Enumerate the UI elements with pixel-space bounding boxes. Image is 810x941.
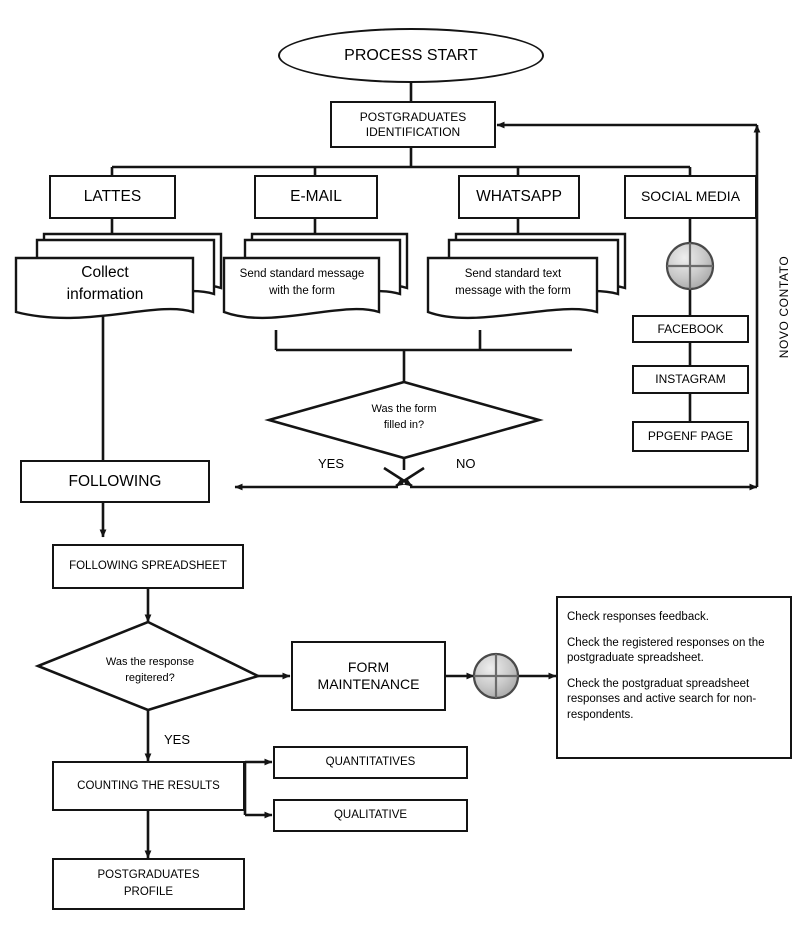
notes-paragraph-3: Check the postgraduat spreadsheet respon… xyxy=(567,677,757,721)
quantitatives-label: QUANTITATIVES xyxy=(325,756,416,769)
node-ppgenf-page[interactable]: PPGENF PAGE xyxy=(632,421,749,452)
collect-information-line-1: Collect xyxy=(81,264,129,281)
edge-label-yes-form: YES xyxy=(318,456,344,471)
novo-contato-text: NOVO CONTATO xyxy=(777,255,791,359)
postgraduates-profile-line-2: PROFILE xyxy=(123,886,174,898)
postgraduates-profile-line-1: POSTGRADUATES xyxy=(97,868,200,881)
node-email[interactable]: E-MAIL xyxy=(254,175,378,219)
qualitative-label: QUALITATIVE xyxy=(333,809,408,822)
edge-label-no-form: NO xyxy=(456,456,476,471)
process-start-label: PROCESS START xyxy=(344,46,478,64)
node-whatsapp[interactable]: WHATSAPP xyxy=(458,175,580,219)
send-standard-message-label: Send standard message with the form xyxy=(224,266,380,299)
document-stack-send-standard-text xyxy=(426,232,627,320)
yes-form-text: YES xyxy=(318,456,345,471)
node-counting-the-results[interactable]: COUNTING THE RESULTS xyxy=(52,761,245,811)
collect-information-line-2: information xyxy=(66,286,144,304)
node-postgraduates-identification[interactable]: POSTGRADUATES IDENTIFICATION xyxy=(330,101,496,148)
send-standard-message-line-1: Send standard message xyxy=(239,268,365,280)
decision-response-registered-label: Was the response regitered? xyxy=(88,655,212,687)
notes-paragraph-2: Check the registered responses on the po… xyxy=(567,636,765,665)
node-following[interactable]: FOLLOWING xyxy=(20,460,210,503)
whatsapp-label: WHATSAPP xyxy=(476,188,562,206)
node-form-maintenance[interactable]: FORM MAINTENANCE xyxy=(291,641,446,711)
send-standard-message-line-2: with the form xyxy=(269,284,335,297)
edge-label-yes-response: YES xyxy=(164,732,190,747)
ppgenf-page-label: PPGENF PAGE xyxy=(647,429,734,443)
node-postgraduates-profile[interactable]: POSTGRADUATES PROFILE xyxy=(52,858,245,910)
decision-response-line-2: regitered? xyxy=(125,671,175,684)
summing-junction-form-maintenance xyxy=(472,652,520,700)
decision-form-filled-shape xyxy=(264,380,544,460)
send-standard-text-line-1: Send standard text xyxy=(464,268,562,280)
identification-line-2: IDENTIFICATION xyxy=(365,124,461,139)
decision-form-filled-line-1: Was the form xyxy=(371,403,437,415)
send-standard-text-line-2: message with the form xyxy=(455,284,571,297)
yes-response-text: YES xyxy=(164,732,191,747)
node-instagram[interactable]: INSTAGRAM xyxy=(632,365,749,394)
node-following-spreadsheet[interactable]: FOLLOWING SPREADSHEET xyxy=(52,544,244,589)
collect-information-label: Collect information xyxy=(16,262,194,307)
node-quantitatives[interactable]: QUANTITATIVES xyxy=(273,746,468,779)
decision-form-filled-label: Was the form filled in? xyxy=(344,402,464,434)
node-lattes[interactable]: LATTES xyxy=(49,175,176,219)
no-form-text: NO xyxy=(456,456,476,471)
counting-the-results-label: COUNTING THE RESULTS xyxy=(77,779,220,792)
instagram-label: INSTAGRAM xyxy=(655,372,726,386)
node-qualitative[interactable]: QUALITATIVE xyxy=(273,799,468,832)
node-facebook[interactable]: FACEBOOK xyxy=(632,315,749,343)
node-social-media[interactable]: SOCIAL MEDIA xyxy=(624,175,757,219)
document-stack-collect-information xyxy=(14,232,223,320)
edge-label-novo-contato: NOVO CONTATO xyxy=(777,247,791,367)
social-media-label: SOCIAL MEDIA xyxy=(640,188,741,205)
lattes-label: LATTES xyxy=(83,188,142,206)
document-stack-send-standard-message xyxy=(222,232,409,320)
summing-junction-social-media xyxy=(665,241,715,291)
notes-paragraph-1: Check responses feedback. xyxy=(567,611,709,623)
following-label: FOLLOWING xyxy=(68,472,162,490)
email-label: E-MAIL xyxy=(290,188,342,206)
decision-response-line-1: Was the response xyxy=(105,656,195,668)
node-process-start[interactable]: PROCESS START xyxy=(278,28,544,83)
following-spreadsheet-label: FOLLOWING SPREADSHEET xyxy=(69,560,227,573)
node-notes[interactable]: Check responses feedback. Check the regi… xyxy=(556,596,792,759)
identification-line-1: POSTGRADUATES xyxy=(359,109,467,124)
facebook-label: FACEBOOK xyxy=(657,321,724,336)
form-maintenance-line-1: FORM xyxy=(347,658,390,675)
decision-response-registered-shape xyxy=(34,620,262,712)
decision-form-filled-line-2: filled in? xyxy=(383,418,425,431)
form-maintenance-line-2: MAINTENANCE xyxy=(317,676,420,692)
send-standard-text-label: Send standard text message with the form xyxy=(428,266,598,299)
